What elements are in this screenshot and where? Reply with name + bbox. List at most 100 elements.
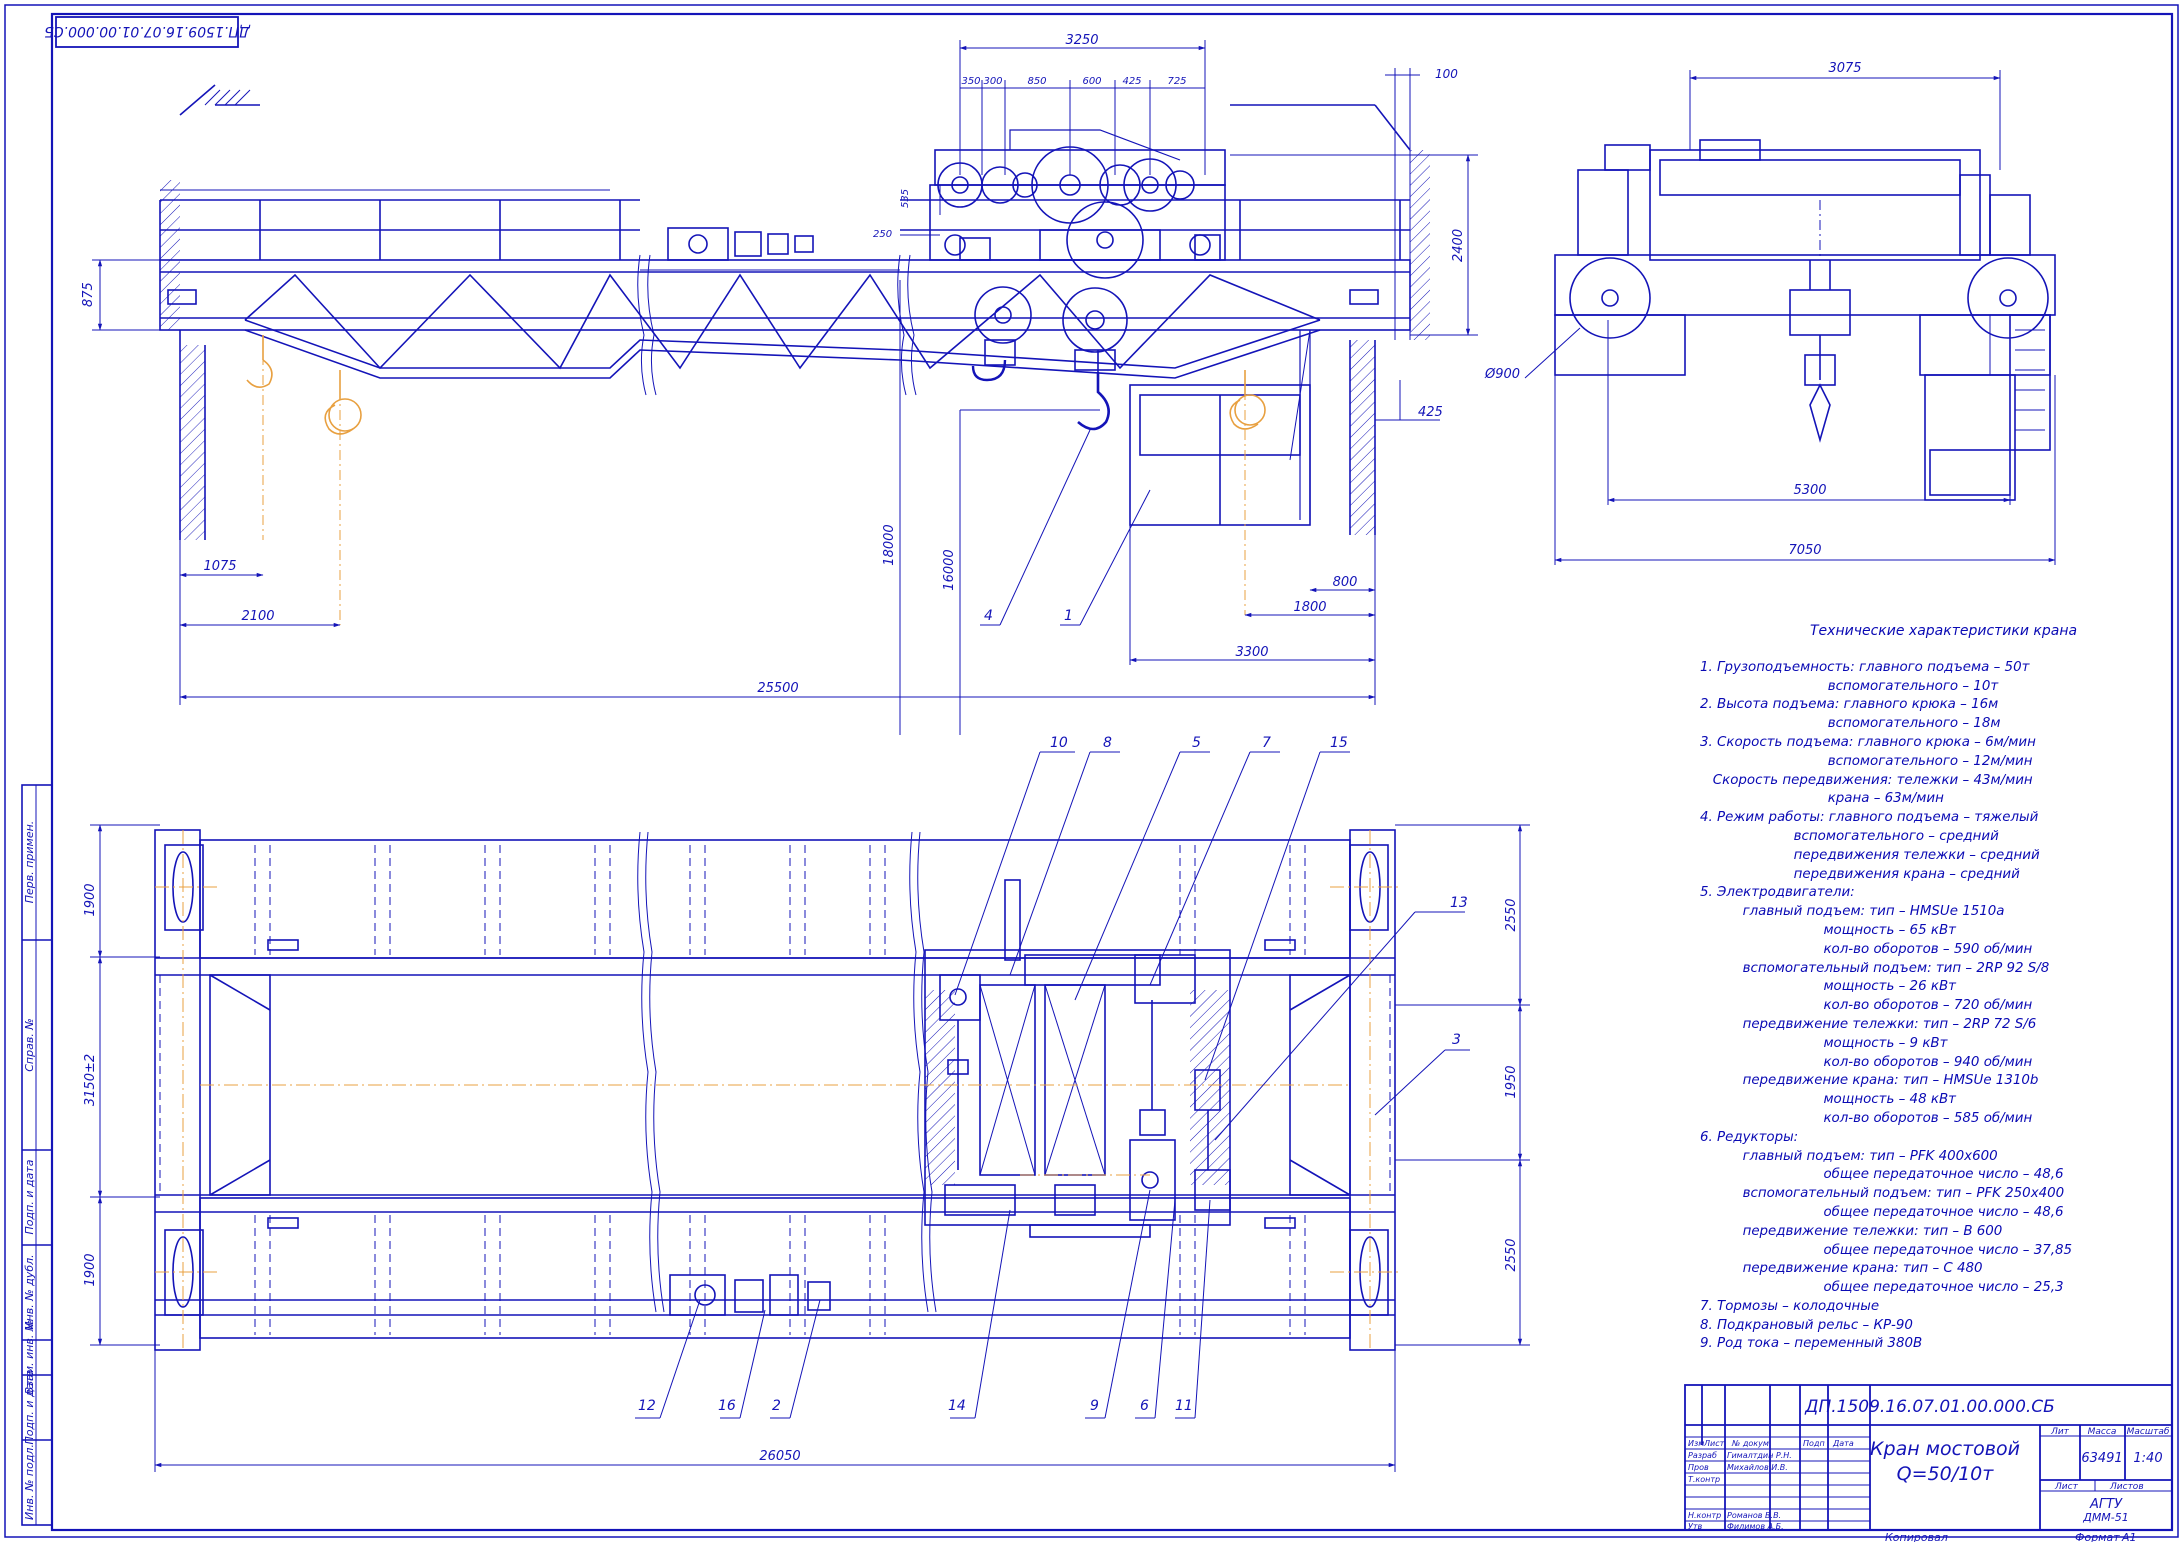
callout-6: 6 <box>1140 1398 1149 1414</box>
hdr-doc: № докум. <box>1731 1439 1771 1448</box>
hdr-mass: Масса <box>2088 1427 2117 1437</box>
callout-1: 1 <box>1064 608 1073 624</box>
tech-spec-line: вспомогательный подъем: тип – PFK 250x40… <box>1700 1186 2065 1202</box>
left-stamp <box>21 784 53 1526</box>
hdr-sheet: Лист <box>2054 1482 2079 1492</box>
stamp-podl: Инв. № подл. <box>23 1444 36 1520</box>
format-value: А1 <box>2121 1531 2137 1542</box>
side-view <box>1554 139 2056 501</box>
callout-15: 15 <box>1330 735 1348 751</box>
dim-16000: 16000 <box>942 549 957 590</box>
plan-view <box>154 829 1396 1351</box>
plan-dimensions <box>90 751 1530 1472</box>
row-role-1: Разраб <box>1688 1451 1717 1460</box>
mass-value: 63491 <box>2081 1451 2122 1466</box>
dim-425: 425 <box>1122 76 1141 87</box>
tech-spec-line: вспомогательный подъем: тип – 2RP 92 S/8 <box>1700 960 2050 976</box>
tech-spec-line: 6. Редукторы: <box>1700 1129 1799 1145</box>
stamp-podp2: Подп. и дата <box>23 1369 36 1444</box>
callout-2: 2 <box>772 1398 781 1414</box>
dim-900: Ø900 <box>1484 367 1520 382</box>
org-line1: АГТУ <box>2089 1497 2123 1512</box>
dim-2100: 2100 <box>241 609 274 624</box>
side-dim-text: 3075 Ø900 5300 7050 <box>1484 61 1862 558</box>
callout-8: 8 <box>1103 735 1112 751</box>
tech-spec-line: общее передаточное число – 48,6 <box>1700 1167 2064 1183</box>
tech-spec-line: главный подъем: тип – PFK 400x600 <box>1700 1148 1998 1164</box>
hdr-sign: Подп <box>1803 1439 1825 1448</box>
callout-10: 10 <box>1050 735 1068 751</box>
phantom-hooks <box>246 335 1266 625</box>
doc-code: ДП.1509.16.07.01.00.000.СБ <box>1804 1397 2055 1417</box>
row-name-5: Романов В.В. <box>1727 1511 1781 1520</box>
dim-2550a: 2550 <box>1504 898 1519 931</box>
tech-spec-line: общее передаточное число – 48,6 <box>1700 1204 2064 1220</box>
dim-3075: 3075 <box>1828 61 1861 76</box>
row-role-3: Т.контр <box>1688 1475 1720 1484</box>
side-dimensions <box>1524 70 2056 565</box>
dim-1800: 1800 <box>1293 600 1326 615</box>
dim-18000: 18000 <box>882 524 897 565</box>
title-block <box>1684 1384 2173 1531</box>
callout-16: 16 <box>718 1398 736 1414</box>
plan-dim-text: 1900 3150±2 1900 2550 1950 2550 26050 10… <box>83 735 1519 1464</box>
tech-spec-line: кол-во оборотов – 590 об/мин <box>1700 941 2033 957</box>
tech-spec-lines: 1. Грузоподъемность: главного подъема – … <box>1700 659 2140 1354</box>
callout-9: 9 <box>1090 1398 1099 1414</box>
tech-spec-line: 1. Грузоподъемность: главного подъема – … <box>1700 659 2030 675</box>
tech-spec-line: мощность – 48 кВт <box>1700 1092 1956 1108</box>
row-role-2: Пров <box>1688 1463 1709 1472</box>
callout-12: 12 <box>638 1398 656 1414</box>
org-line2: ДММ-51 <box>2082 1511 2129 1524</box>
tech-spec-line: 3. Скорость подъема: главного крюка – 6м… <box>1700 734 2036 750</box>
tech-spec-line: вспомогательного – средний <box>1700 828 1999 844</box>
tech-spec-line: передвижения тележки – средний <box>1700 847 2040 863</box>
dim-5300: 5300 <box>1793 483 1826 498</box>
scale-value: 1:40 <box>2133 1451 2162 1466</box>
dim-3300: 3300 <box>1235 645 1268 660</box>
dim-535: 535 <box>900 189 911 208</box>
tech-spec-line: общее передаточное число – 37,85 <box>1700 1242 2073 1258</box>
hdr-scale: Масштаб <box>2127 1427 2170 1437</box>
dim-3150: 3150±2 <box>83 1054 98 1106</box>
dim-250: 250 <box>873 229 892 240</box>
tech-spec-line: 2. Высота подъема: главного крюка – 16м <box>1700 697 1999 713</box>
dim-1950: 1950 <box>1504 1065 1519 1098</box>
tech-spec-line: общее передаточное число – 25,3 <box>1700 1280 2064 1296</box>
tech-spec-line: вспомогательного – 12м/мин <box>1700 753 2033 769</box>
hdr-izm: Изм <box>1688 1439 1704 1448</box>
stamp-perv: Перв. примен. <box>23 821 36 904</box>
dim-25500: 25500 <box>757 681 798 696</box>
tech-spec-title: Технические характеристики крана <box>1810 623 2078 639</box>
callout-13: 13 <box>1450 895 1468 911</box>
hdr-sheets: Листов <box>2109 1482 2144 1492</box>
front-dim-text: 3250 350 300 850 600 425 725 100 535 250… <box>81 33 1466 696</box>
callout-3: 3 <box>1452 1032 1461 1048</box>
tech-spec-line: крана – 63м/мин <box>1700 791 1944 807</box>
tech-spec-line: передвижение крана: тип – HMSUe 1310b <box>1700 1073 2039 1089</box>
row-role-6: Утв <box>1688 1522 1703 1531</box>
dim-100: 100 <box>1435 67 1458 81</box>
dim-425b: 425 <box>1418 405 1443 420</box>
title-block-text: ДП.1509.16.07.01.00.000.СБ Кран мостовой… <box>1688 1397 2170 1542</box>
row-role-5: Н.контр <box>1688 1511 1721 1520</box>
dim-600: 600 <box>1082 76 1101 87</box>
tech-spec-line: кол-во оборотов – 940 об/мин <box>1700 1054 2033 1070</box>
tech-spec-line: кол-во оборотов – 720 об/мин <box>1700 998 2033 1014</box>
tech-spec-line: передвижения крана – средний <box>1700 866 2020 882</box>
front-dimensions <box>92 40 1478 735</box>
dim-850: 850 <box>1027 76 1046 87</box>
plan-hidden-lines <box>159 845 1391 1335</box>
callout-7: 7 <box>1262 735 1271 751</box>
tech-spec-line: 5. Электродвигатели: <box>1700 885 1855 901</box>
callout-5: 5 <box>1192 735 1201 751</box>
stamp-vzam: Взам. инв. № <box>23 1320 36 1395</box>
tech-spec: Технические характеристики крана 1. Груз… <box>1700 622 2140 1354</box>
dim-350: 350 <box>961 76 980 87</box>
dim-300: 300 <box>983 76 1002 87</box>
front-view <box>159 84 1430 540</box>
callout-14: 14 <box>948 1398 966 1414</box>
dim-26050: 26050 <box>759 1449 800 1464</box>
dim-1075: 1075 <box>203 559 236 574</box>
dim-875: 875 <box>81 282 96 307</box>
